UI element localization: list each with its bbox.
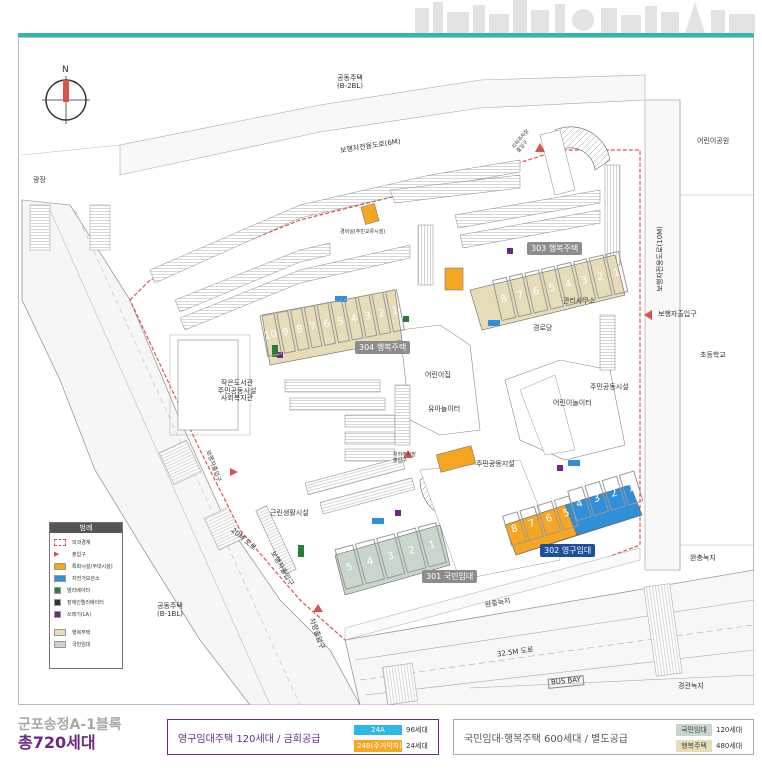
area-elementary: 초등학교 bbox=[700, 351, 726, 359]
special-facility-mid bbox=[435, 445, 477, 473]
other-supply-box: 국민임대·행복주택 600세대 / 별도공급 국민임대 120세대 행복주택 4… bbox=[453, 719, 754, 755]
right-ped-road bbox=[644, 99, 681, 571]
footer-title-line2: 총720세대 bbox=[18, 733, 96, 752]
type-24b-badge: 24B(주거약자) bbox=[354, 739, 402, 752]
area-b2bl: 공동주택 (B-2BL) bbox=[337, 74, 363, 90]
legend-item-happy: 행복주택 bbox=[54, 626, 118, 638]
legend: 범례 외곽경계 ▶출입구 특화시설(부대시설) 자전거보관소 엘리베이터 장애인… bbox=[49, 522, 123, 669]
facility-senior: 경로당 bbox=[533, 324, 553, 332]
building-301 bbox=[334, 524, 451, 596]
type-24a-badge: 24A bbox=[354, 724, 402, 735]
facility-community-right: 주민공동시설 bbox=[590, 383, 629, 391]
ramp-spiral-top bbox=[554, 126, 611, 171]
facility-management: 관리사무소 bbox=[563, 297, 596, 305]
compass-label: N bbox=[62, 65, 69, 75]
parking-mid bbox=[255, 314, 616, 575]
facility-neighborhood: 근린생활시설 bbox=[270, 509, 309, 517]
legend-item-elevator: 엘리베이터 bbox=[54, 584, 118, 596]
building-302 bbox=[504, 484, 643, 556]
national-rental-badge: 국민임대 bbox=[676, 723, 712, 736]
footer-title: 군포송정A-1블록 총720세대 bbox=[18, 717, 158, 753]
special-facility-303 bbox=[444, 267, 464, 291]
happy-housing-badge: 행복주택 bbox=[676, 739, 712, 752]
library-block bbox=[177, 339, 239, 431]
area-childrens-park: 어린이공원 bbox=[697, 137, 730, 145]
special-facility-top bbox=[360, 203, 380, 225]
area-landscape-green: 경관녹지 bbox=[678, 682, 704, 690]
count-24a: 96세대 bbox=[406, 725, 428, 734]
legend-item-special: 특화시설(부대시설) bbox=[54, 560, 118, 572]
facility-community: 주민공동시설 bbox=[476, 460, 515, 468]
legend-item-boundary: 외곽경계 bbox=[54, 536, 118, 548]
happy-housing-count: 480세대 bbox=[716, 741, 743, 750]
area-plaza: 광장 bbox=[33, 176, 46, 184]
legend-item-national: 국민임대 bbox=[54, 638, 118, 650]
road-ped-right: 보행자전용도로(10M) bbox=[655, 226, 664, 292]
footer-bar: 군포송정A-1블록 총720세대 영구임대주택 120세대 / 금회공급 24A… bbox=[0, 710, 762, 769]
permanent-rental-box: 영구임대주택 120세대 / 금회공급 24A 96세대 24B(주거약자) 2… bbox=[167, 719, 439, 755]
area-b1bl: 공동주택 (B-1BL) bbox=[157, 602, 183, 618]
skyline-decoration bbox=[415, 0, 755, 33]
facility-guard: 경비실(주민교류시설) bbox=[340, 229, 386, 235]
legend-title: 범례 bbox=[50, 523, 122, 533]
building-tag-302: 302 영구임대 bbox=[540, 544, 596, 557]
footer-title-line1: 군포송정A-1블록 bbox=[18, 717, 122, 733]
other-supply-label: 국민임대·행복주택 600세대 / 별도공급 bbox=[464, 734, 628, 745]
national-rental-count: 120세대 bbox=[716, 725, 743, 734]
north-arrow bbox=[42, 76, 90, 124]
entrance-ped-right: 보행자출입구 bbox=[658, 310, 697, 318]
top-teal-bar bbox=[18, 33, 754, 37]
building-303 bbox=[469, 254, 626, 331]
facility-library: 작은도서관 주민공동시설 사회복지관 bbox=[217, 379, 257, 403]
legend-item-bike: 자전거보관소 bbox=[54, 572, 118, 584]
facility-daycare: 어린이집 bbox=[425, 371, 451, 379]
count-24b: 24세대 bbox=[406, 741, 428, 750]
parking-top bbox=[149, 159, 621, 331]
facility-kids-play: 유아놀이터 bbox=[428, 405, 461, 413]
legend-item-accessible-elevator: 장애인엘리베이터 bbox=[54, 596, 118, 608]
building-tag-301: 301 국민임대 bbox=[422, 570, 478, 583]
legend-item-entrance: ▶출입구 bbox=[54, 549, 86, 558]
area-green-right: 완충녹지 bbox=[690, 554, 716, 562]
site-map bbox=[21, 74, 754, 705]
building-tag-303: 303 행복주택 bbox=[527, 242, 583, 255]
building-tag-304: 304 행복주택 bbox=[355, 341, 411, 354]
entrance-underground-2: 지하주차장 출입구 bbox=[393, 452, 417, 464]
facility-kids-play-right: 어린이놀이터 bbox=[553, 399, 592, 407]
permanent-rental-label: 영구임대주택 120세대 / 금회공급 bbox=[178, 734, 321, 745]
legend-item-trash: 쓰레기(LA) bbox=[54, 608, 118, 620]
